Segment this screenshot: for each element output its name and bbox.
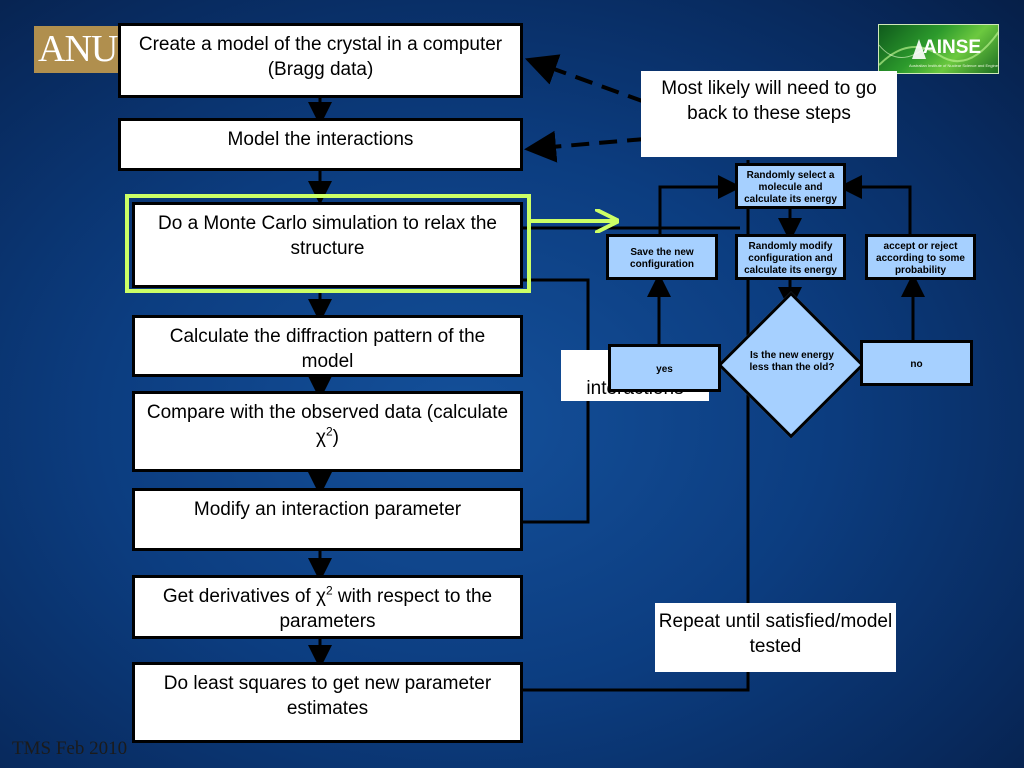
mc-accept-reject: accept or reject according to some proba… [865,234,976,280]
step-least-squares: Do least squares to get new parameter es… [132,662,523,743]
ainse-logo-subtext: Australian Institute of Nuclear Science … [909,63,999,68]
mc-save-configuration: Save the new configuration [606,234,718,280]
step-calc-diffraction: Calculate the diffraction pattern of the… [132,315,523,377]
step-model-interactions: Model the interactions [118,118,523,171]
mc-decision-text: Is the new energy less than the old? [749,350,835,373]
note-repeat-text: Repeat until satisfied/model tested [658,611,893,657]
mc-line-save-select [658,175,742,238]
step-calc-diffraction-text: Calculate the diffraction pattern of the… [169,326,486,372]
step-modify-parameter: Modify an interaction parameter [132,488,523,551]
dashed-arrow-step2 [524,130,646,163]
mc-line-accept-select [838,175,912,238]
ainse-logo-text: AINSE [923,37,982,58]
mc-modify-configuration-text: Randomly modify configuration and calcul… [744,240,837,276]
step-monte-carlo-text: Do a Monte Carlo simulation to relax the… [158,213,497,259]
step-monte-carlo: Do a Monte Carlo simulation to relax the… [132,202,523,288]
step-compare: Compare with the observed data (calculat… [132,391,523,472]
step-create-model: Create a model of the crystal in a compu… [118,23,523,98]
step-compare-text: Compare with the observed data (calculat… [146,402,509,448]
anu-logo-text: ANU [38,28,118,70]
mc-no-text: no [910,358,923,370]
loop-line-interactions [522,278,590,524]
step-model-interactions-text: Model the interactions [227,129,414,150]
anu-logo: ANU [34,26,120,73]
step-least-squares-text: Do least squares to get new parameter es… [163,673,492,719]
mc-save-configuration-text: Save the new configuration [630,246,694,270]
step-compare-suffix: ) [332,427,339,448]
dashed-arrow-step1 [524,54,646,104]
step-modify-parameter-text: Modify an interaction parameter [193,499,462,520]
highlight-frame [125,194,531,293]
note-go-back: Most likely will need to go back to thes… [641,71,897,157]
ainse-logo: AINSE Australian Institute of Nuclear Sc… [878,24,999,74]
note-go-back-text: Most likely will need to go back to thes… [661,78,877,124]
step-create-model-text: Create a model of the crystal in a compu… [138,34,503,80]
mc-no-box: no [860,340,973,386]
mc-modify-configuration: Randomly modify configuration and calcul… [735,234,846,280]
mc-accept-reject-text: accept or reject according to some proba… [876,240,965,276]
note-repeat: Repeat until satisfied/model tested [655,603,896,672]
chi-square-sup-1: 2 [325,424,333,439]
footer-credit: TMS Feb 2010 [12,738,128,759]
step-derivatives-suffix: with respect to the parameters [279,586,493,632]
mc-select-molecule: Randomly select a molecule and calculate… [735,163,846,209]
ainse-logo-graphic [879,31,998,66]
mc-yes-box: yes [608,344,721,392]
step-derivatives: Get derivatives of χ2 with respect to th… [132,575,523,639]
mc-select-molecule-text: Randomly select a molecule and calculate… [744,169,837,205]
chi-square-sup-2: 2 [325,583,333,598]
step-derivatives-text: Get derivatives of χ [162,586,326,607]
mc-yes-text: yes [656,363,673,375]
